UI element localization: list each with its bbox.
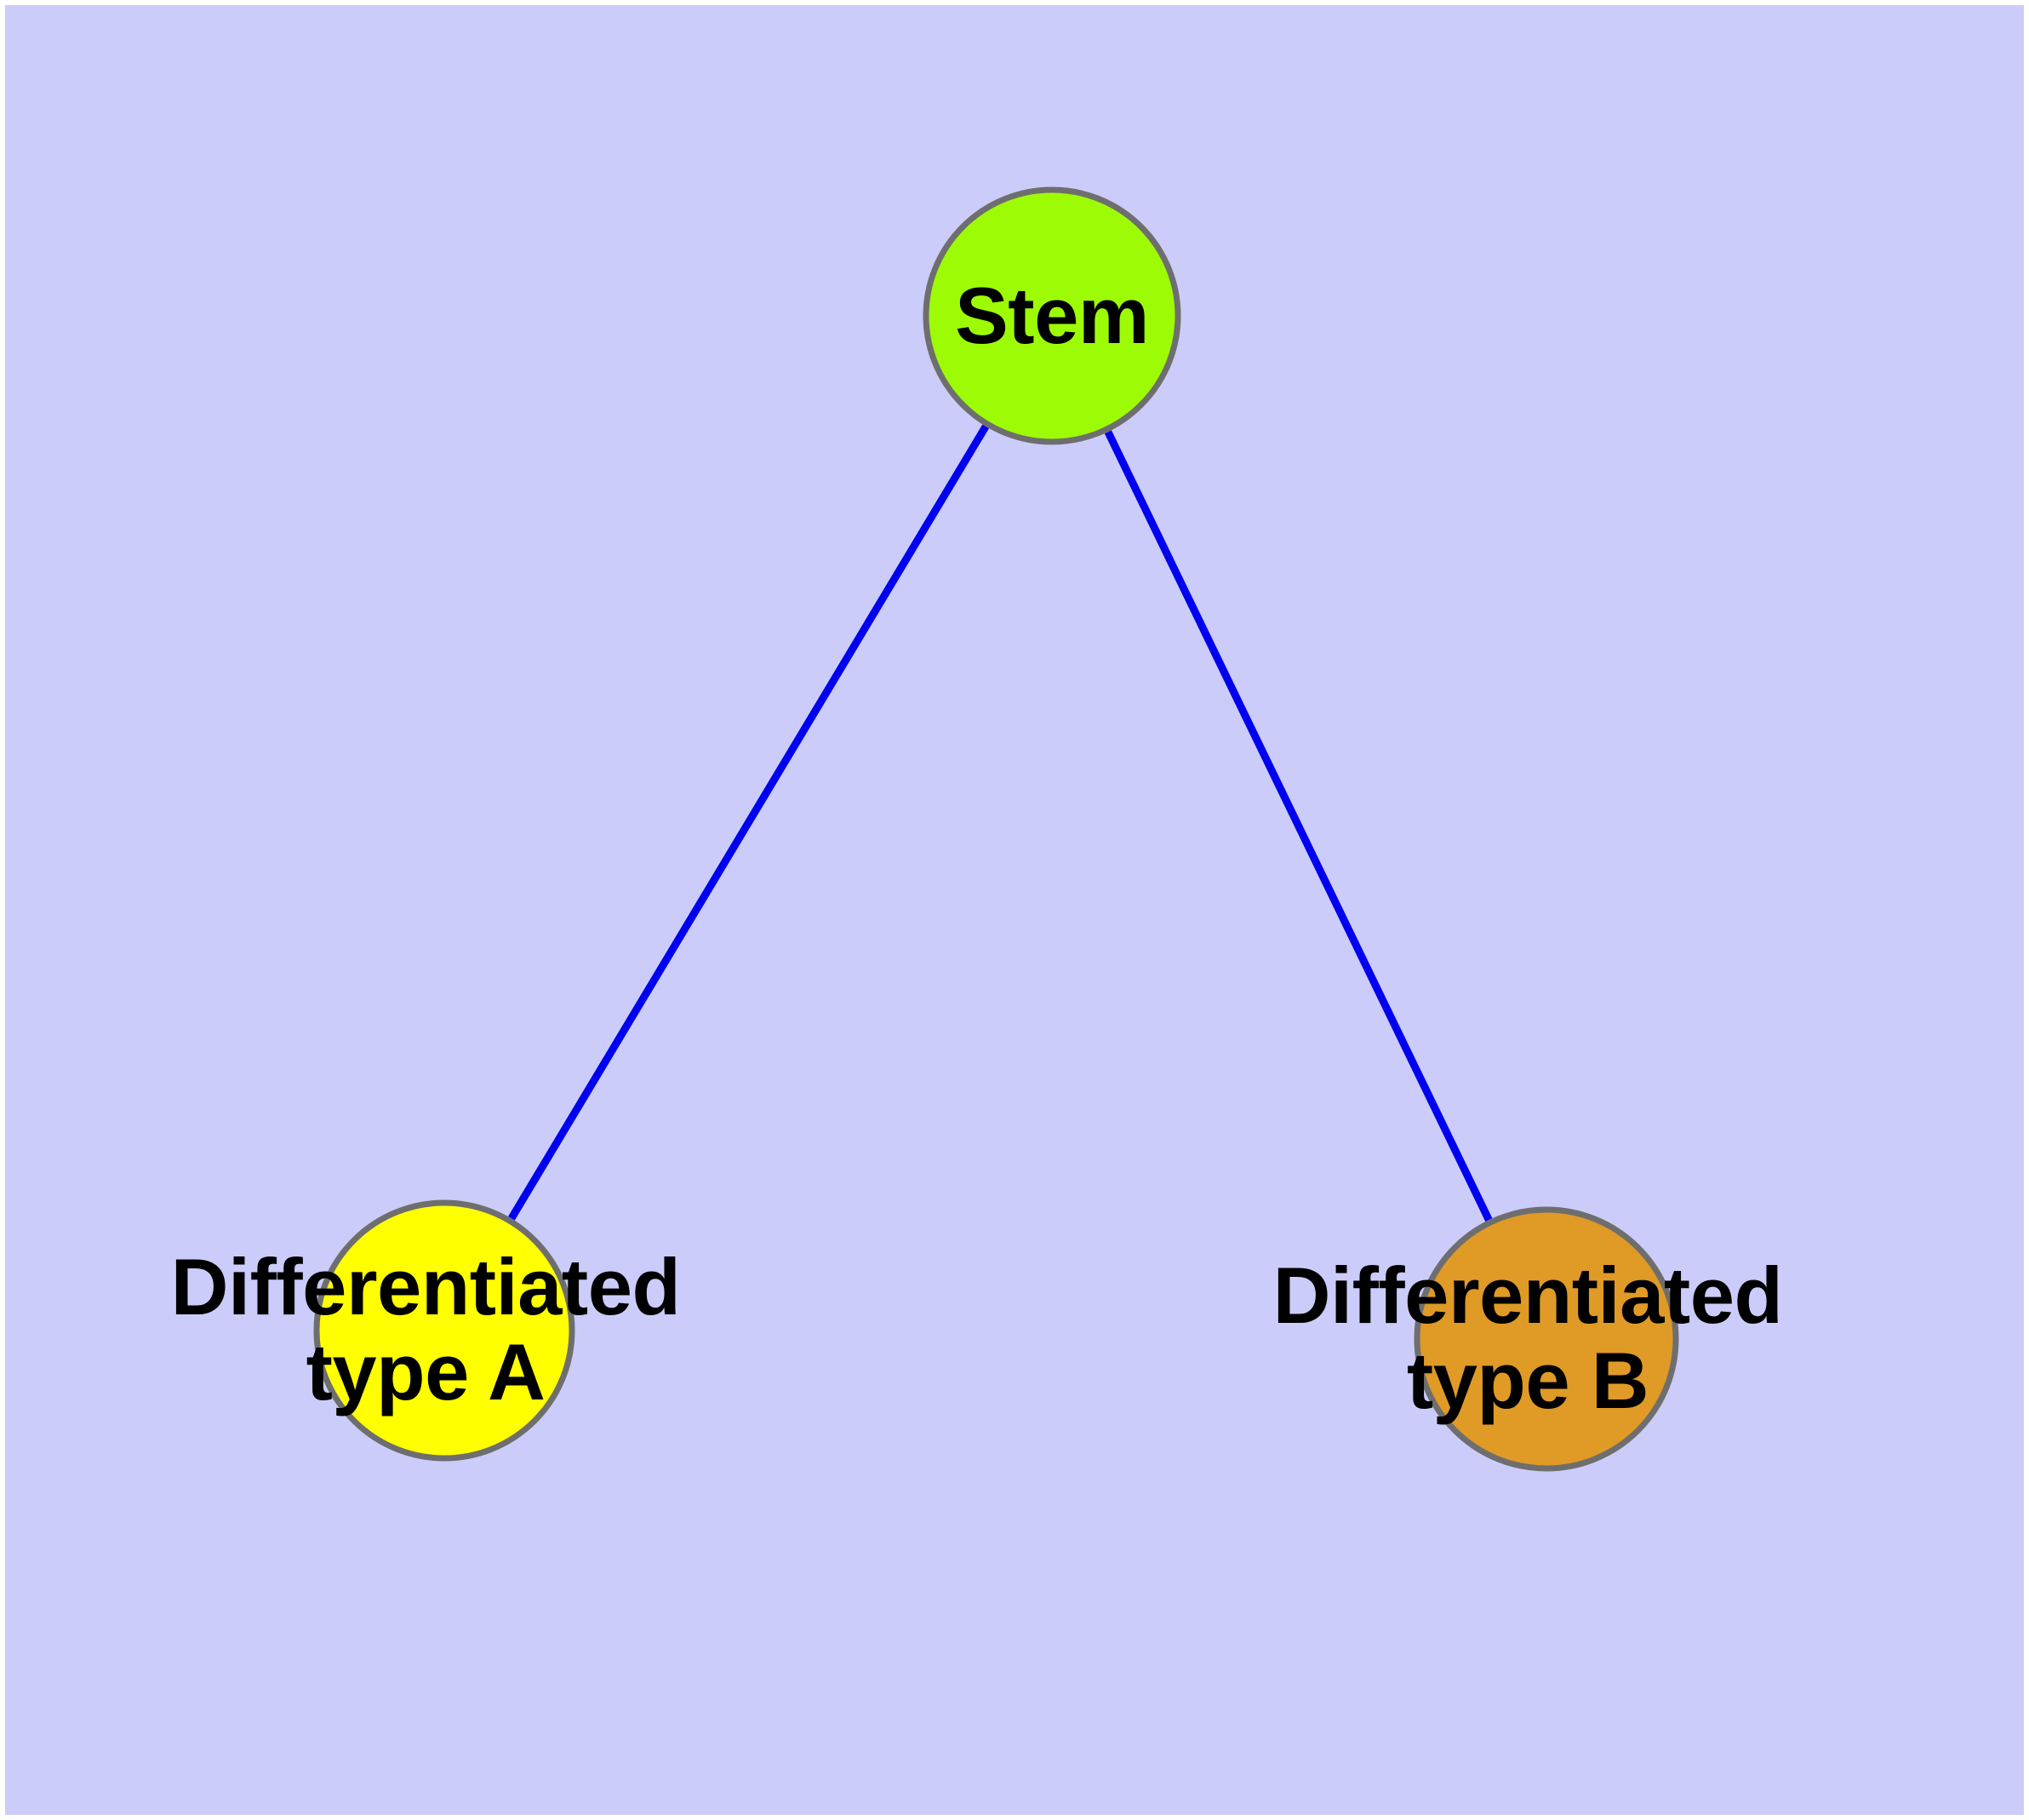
node-diff_b[interactable]: [1414, 1206, 1679, 1472]
nodes-layer: [313, 186, 1679, 1472]
edges-layer: [508, 424, 1493, 1222]
edge-stem-diff-b[interactable]: [1104, 430, 1493, 1222]
node-diff_a[interactable]: [313, 1199, 575, 1462]
node-stem[interactable]: [923, 186, 1181, 445]
edge-stem-diff-a[interactable]: [508, 424, 990, 1221]
